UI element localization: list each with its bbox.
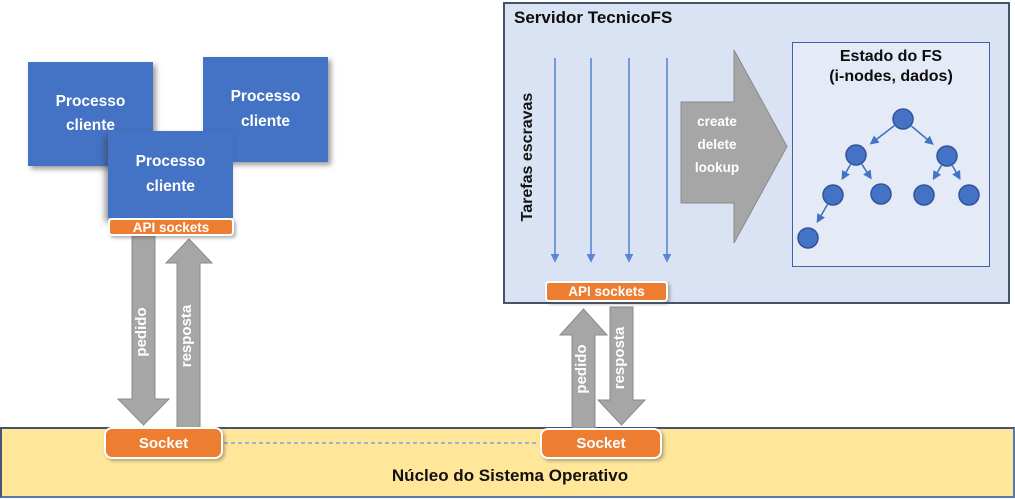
slave-tasks-label: Tarefas escravas — [519, 92, 536, 222]
os-kernel-label: Núcleo do Sistema Operativo — [391, 466, 629, 485]
server-panel-title: Servidor TecnicoFS — [514, 8, 673, 27]
server-response-label: resposta — [611, 326, 628, 390]
fs-state-box: Estado do FS (i-nodes, dados) — [792, 42, 990, 267]
client-process-box: Processo cliente — [203, 57, 328, 162]
client-response-label: resposta — [178, 304, 195, 368]
client-socket-box: Socket — [104, 427, 223, 459]
fs-state-subtitle: (i-nodes, dados) — [829, 68, 953, 85]
server-api-sockets-box: API sockets — [545, 281, 668, 302]
client-request-label: pedido — [133, 307, 150, 357]
ops-arrow-label: create delete lookup — [684, 110, 750, 179]
server-socket-box: Socket — [540, 428, 662, 459]
server-request-label: pedido — [573, 344, 590, 394]
server-panel: Servidor TecnicoFS Tarefas escravas Esta… — [503, 2, 1010, 304]
ops-lookup: lookup — [694, 160, 740, 175]
client-process-box: Processo cliente — [108, 131, 233, 218]
fs-state-title: Estado do FS — [839, 48, 943, 65]
ops-delete: delete — [697, 137, 737, 152]
client-api-sockets-box: API sockets — [108, 218, 234, 236]
ops-create: create — [697, 114, 737, 129]
